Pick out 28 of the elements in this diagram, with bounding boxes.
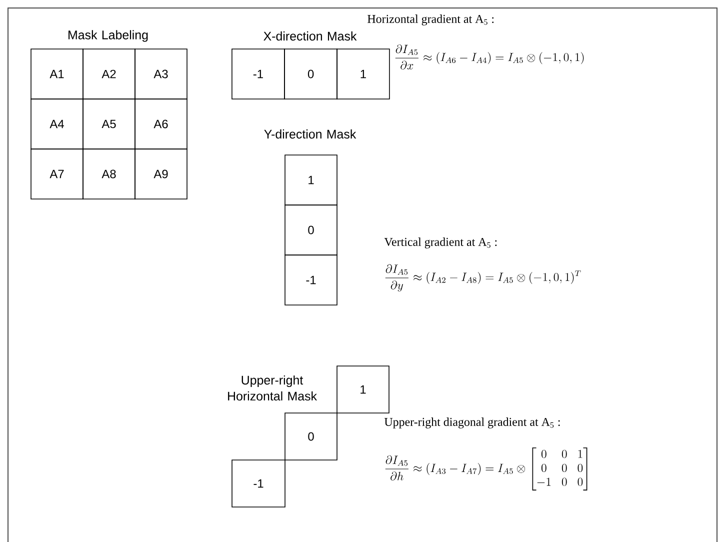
caption-text: Horizontal gradient at A$_{5}$ : [368,14,494,26]
grid-cell: 0 [284,48,338,100]
grid-cell: A5 [82,98,136,150]
formula: $\frac{\partial I_{A5}}{\partial x} \approx (I_{A6} - I_{A4}) = I_{A5} \otimes (-1,0,1)$ [395,44,584,70]
grid-cell: -1 [284,254,338,306]
grid-cell: -1 [232,48,285,100]
grid-cell: -1 [232,460,286,508]
grid-cell: 1 [336,48,390,100]
grid-cell: 0 [284,204,338,256]
formula: $\frac{\partial I_{A5}}{\partial y} \approx (I_{A2} - I_{A8}) = I_{A5} \otimes (-1,0,1)^{T}$ [385,264,581,292]
grid-cell: A3 [134,48,188,100]
caption-text: Upper-right diagonal gradient at A$_{5}$ : [384,418,560,428]
grid-cell: A4 [30,98,84,150]
grid-cell: A2 [82,48,136,100]
grid-cell: A6 [134,98,188,150]
mask-title: Mask Labeling [68,30,148,42]
grid-cell: A7 [30,148,84,200]
caption-text: Vertical gradient at A$_{5}$ : [384,238,497,248]
grid-cell: 0 [284,412,338,460]
formula: $\frac{\partial I_{A5}}{\partial h} \approx (I_{A3} - I_{A7}) = I_{A5} \otimes \begin{bmatrix} 0 & 0 & 1 \\ 0 & 0 & 0 \\ -1 & 0 & 0 \end{bmatrix}$ [385,447,588,490]
mask-title: Upper-right Horizontal Mask [228,375,317,401]
grid-cell: A8 [82,148,136,200]
grid-cell: A1 [30,48,84,100]
grid-cell: 1 [284,154,338,206]
mask-title: Y-direction Mask [264,129,356,139]
grid-cell: 1 [336,366,390,414]
grid-cell: A9 [134,148,188,200]
mask-title: X-direction Mask [264,31,357,41]
